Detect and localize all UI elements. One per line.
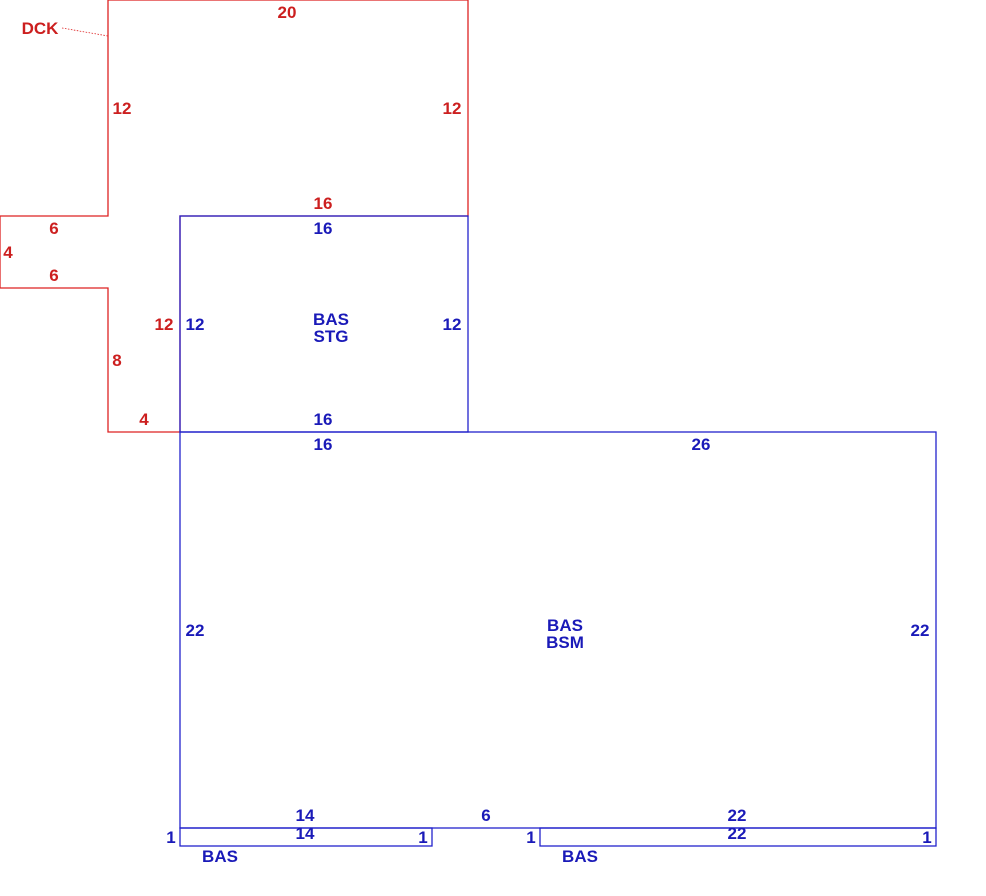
- strip-right-area-code: BAS: [562, 847, 598, 866]
- storage-area-code: BAS: [313, 310, 349, 329]
- main-use-code: BSM: [546, 633, 584, 652]
- deck-dim-left-lower: 8: [112, 351, 121, 370]
- strip-left-area-code: BAS: [202, 847, 238, 866]
- strip-left-dim-left: 1: [166, 828, 175, 847]
- deck-dim-notch-side: 4: [3, 243, 13, 262]
- main-dim-top-right: 26: [692, 435, 711, 454]
- deck-dim-left-upper: 12: [113, 99, 132, 118]
- storage-use-code: STG: [314, 327, 349, 346]
- deck-leader-line: [61, 27, 109, 37]
- strip-right-dim-left: 1: [526, 828, 535, 847]
- storage-dim-bottom: 16: [314, 410, 333, 429]
- deck-outline: [0, 0, 469, 433]
- strip-right-dim-top: 22: [728, 824, 747, 843]
- strip-left-dim-top: 14: [296, 824, 315, 843]
- main-dim-bottom-right: 22: [728, 806, 747, 825]
- deck-dim-notch-bottom: 6: [49, 266, 58, 285]
- main-dim-top-left: 16: [314, 435, 333, 454]
- strip-left-outline: [179, 827, 433, 847]
- main-dim-left: 22: [186, 621, 205, 640]
- main-area-code: BAS: [547, 616, 583, 635]
- deck-dim-bottom-inner: 16: [314, 194, 333, 213]
- storage-dim-left: 12: [186, 315, 205, 334]
- deck-dim-left-mid: 12: [155, 315, 174, 334]
- deck-dim-bottom-left: 4: [139, 410, 149, 429]
- strip-right-outline: [539, 827, 937, 847]
- main-dim-right: 22: [911, 621, 930, 640]
- deck-name: DCK: [22, 19, 60, 38]
- storage-dim-right: 12: [443, 315, 462, 334]
- deck-dim-right-upper: 12: [443, 99, 462, 118]
- deck-dim-notch-top: 6: [49, 219, 58, 238]
- main-dim-bottom-gap: 6: [481, 806, 490, 825]
- main-dim-bottom-left: 14: [296, 806, 315, 825]
- storage-dim-top: 16: [314, 219, 333, 238]
- strip-right-dim-right: 1: [922, 828, 931, 847]
- deck-dim-top: 20: [278, 3, 297, 22]
- strip-left-dim-right: 1: [418, 828, 427, 847]
